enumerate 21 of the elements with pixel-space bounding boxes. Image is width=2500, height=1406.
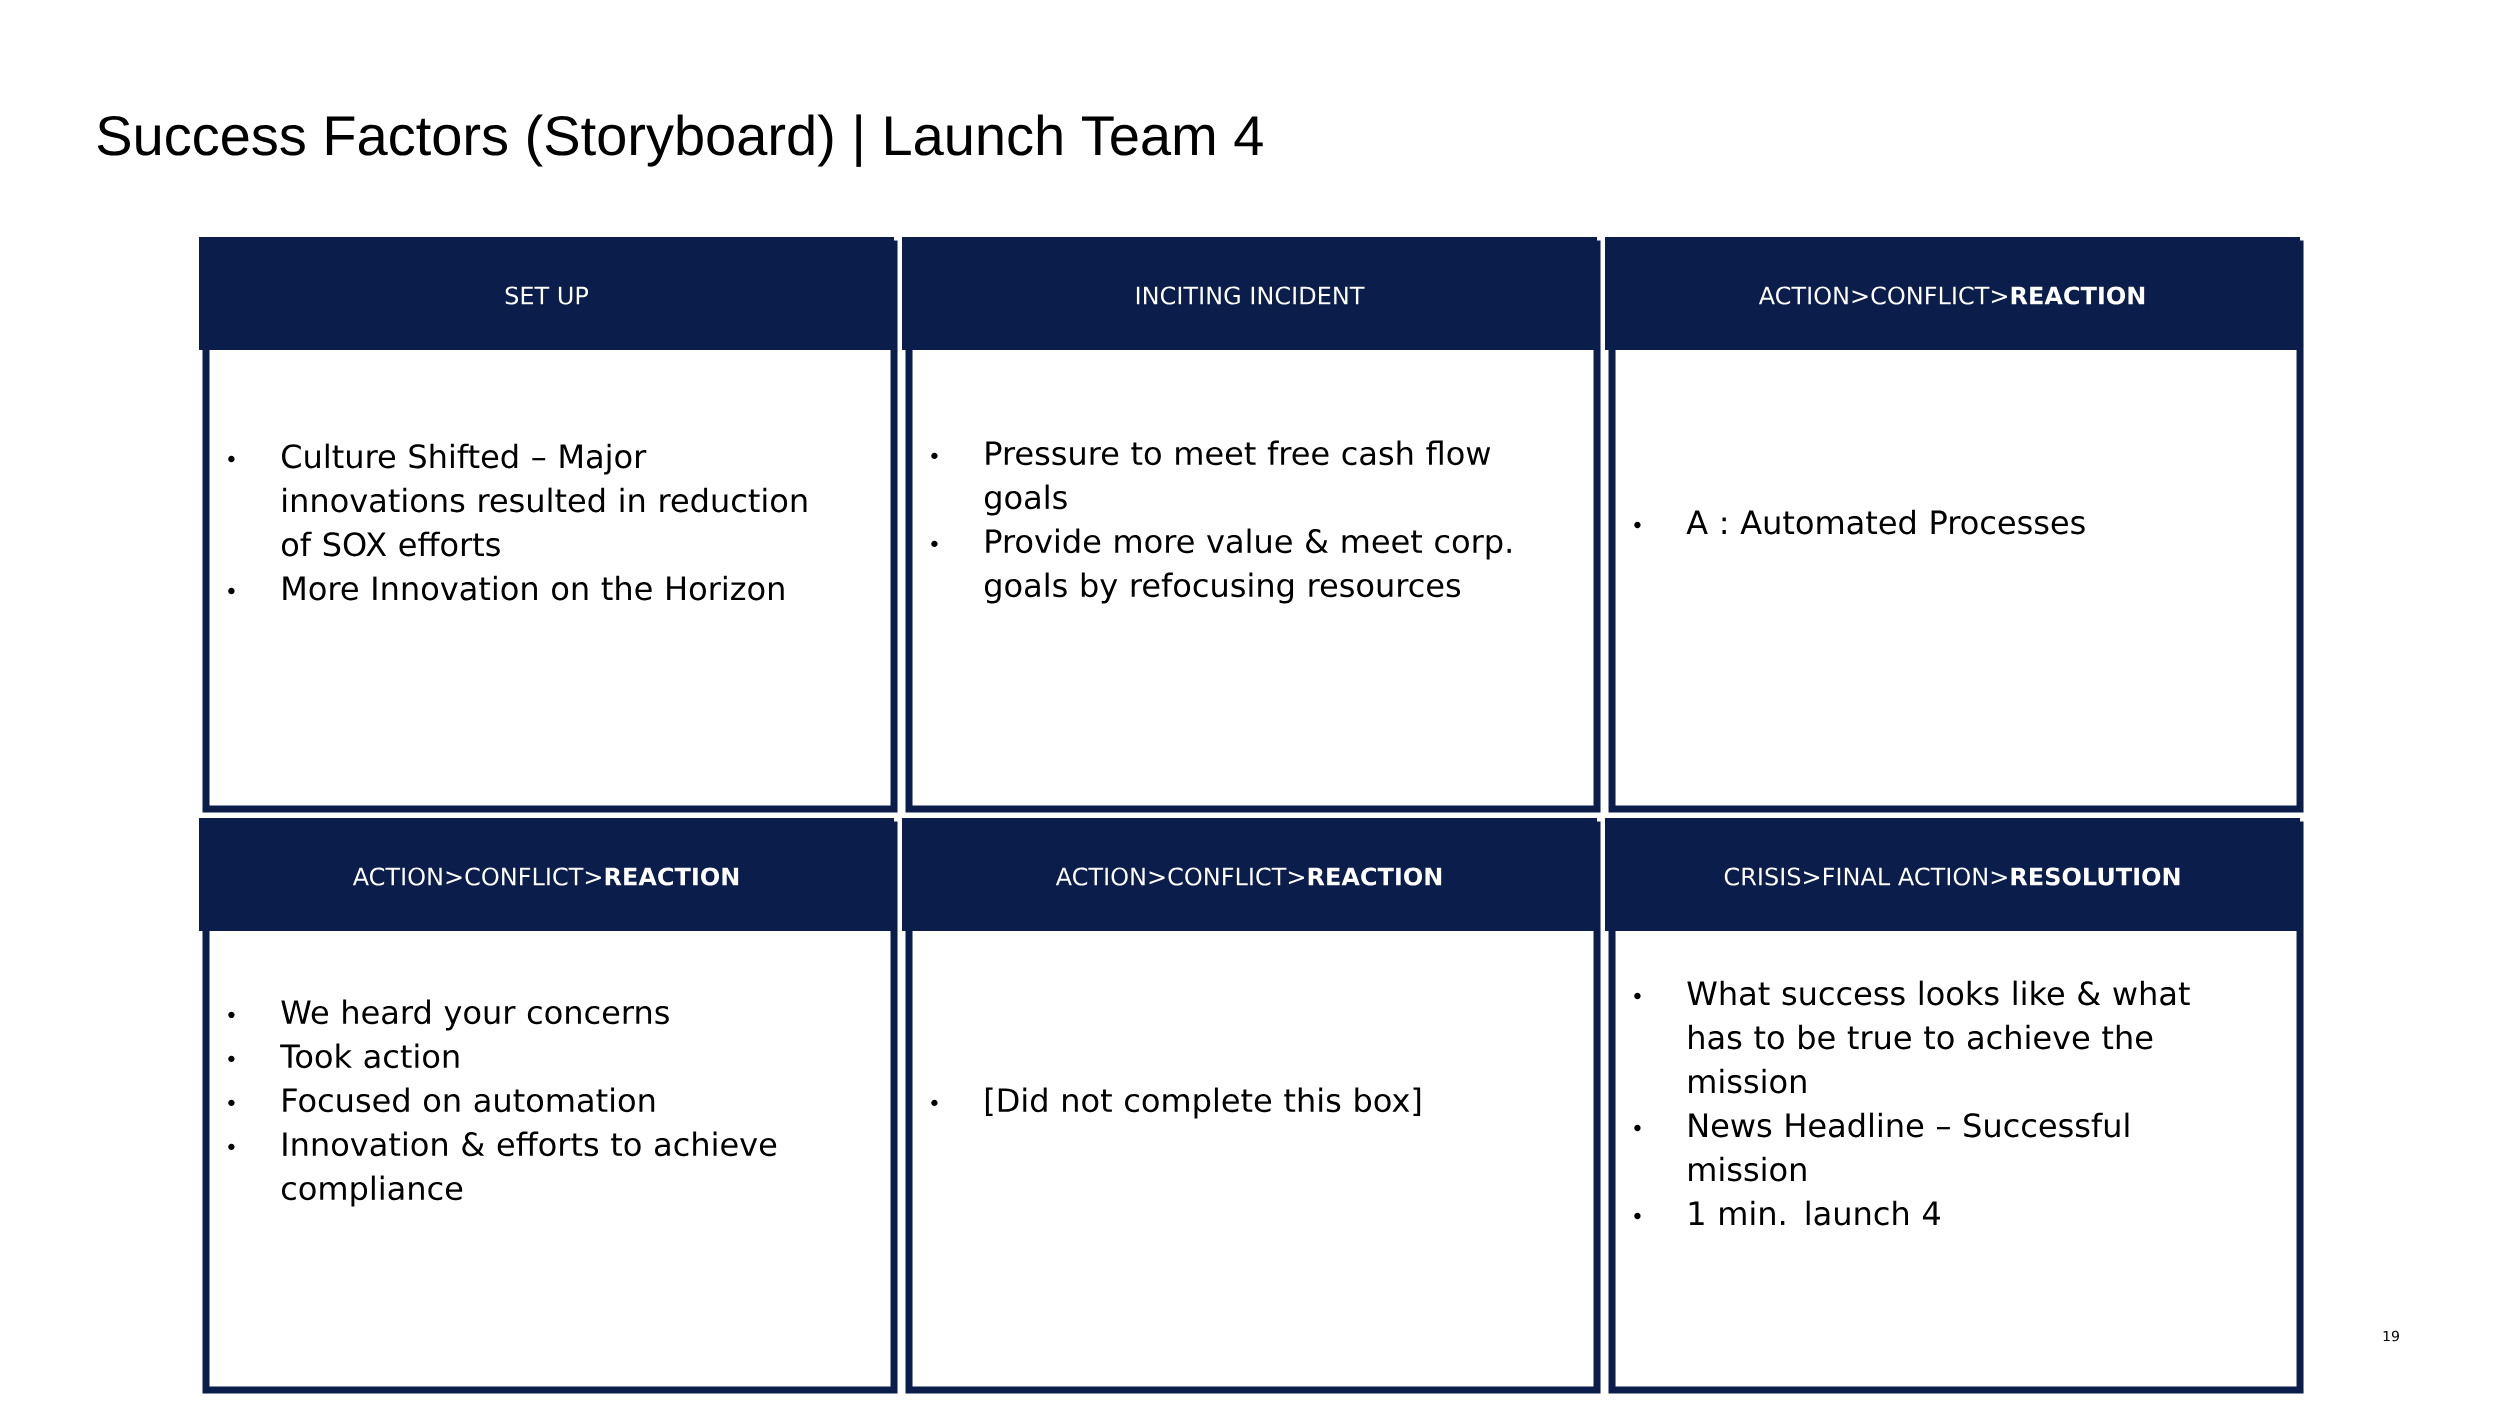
bullet-item: Provide more value & meet corp. goals by refocusing resources bbox=[931, 528, 1511, 604]
bullet-item: [Did not complete this box] bbox=[931, 1087, 1421, 1119]
header-band: INCITING INCIDENT bbox=[902, 237, 1597, 350]
bullet-item: News Headline – Successful mission bbox=[1634, 1112, 2129, 1182]
bullet-item: A : Automated Processes bbox=[1634, 509, 2085, 535]
bullet-item: Focused on automation bbox=[228, 1087, 655, 1113]
bullet-item: Innovation & efforts to achieve compliance bbox=[228, 1131, 777, 1207]
header-band: ACTION>CONFLICT>REACTION bbox=[199, 818, 894, 931]
header-band: ACTION>CONFLICT>REACTION bbox=[1605, 237, 2301, 350]
bullet-item: Culture Shifted – Major innovations resulted in reduction of SOX efforts bbox=[228, 443, 807, 557]
header-band: ACTION>CONFLICT>REACTION bbox=[902, 818, 1597, 931]
bullet-item: What success looks like & what has to be true to achieve the mission bbox=[1634, 980, 2190, 1094]
header-band: CRISIS>FINAL ACTION>RESOLUTION bbox=[1605, 818, 2301, 931]
bullet-item: More Innovation on the Horizon bbox=[228, 575, 784, 601]
page-number: 19 bbox=[2383, 1330, 2399, 1342]
page-title: Success Factors (Storyboard) | Launch Team 4 bbox=[97, 114, 1263, 167]
bullet-item: We heard your concerns bbox=[228, 999, 669, 1031]
header-band: SET UP bbox=[199, 237, 894, 350]
bullet-item: Pressure to meet free cash flow goals bbox=[931, 440, 1491, 516]
bullet-item: 1 min. launch 4 bbox=[1634, 1200, 1940, 1226]
bullet-item: Took action bbox=[228, 1043, 459, 1069]
